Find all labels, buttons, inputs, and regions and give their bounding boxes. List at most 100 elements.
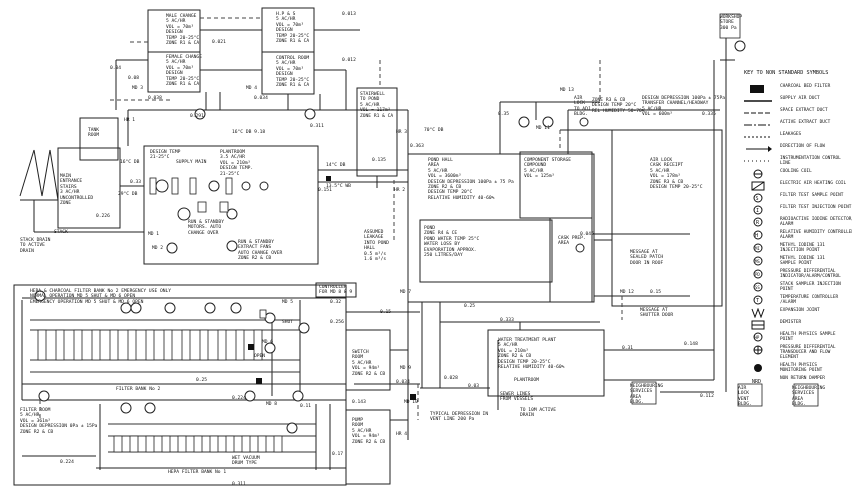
flow-label: 0.021 bbox=[212, 40, 226, 45]
flow-label: 0.291 bbox=[190, 114, 204, 119]
temp-label: 14°C DB bbox=[326, 163, 346, 168]
stairwell-label: STAIRWELL TO POND 5 AC/HR VOL = 117m³ ZO… bbox=[360, 92, 394, 119]
flow-label: 0.028 bbox=[444, 376, 458, 381]
damper-tag: SHUT bbox=[282, 320, 294, 325]
legend-symbol-icon: HP bbox=[753, 332, 763, 342]
cask-prep-label: CASK PREP. AREA bbox=[558, 236, 586, 247]
legend-symbol-icon: T bbox=[753, 295, 763, 305]
legend-item-label: LEAKAGES bbox=[780, 132, 802, 137]
plantroom-box bbox=[143, 145, 319, 265]
legend-symbol-icon bbox=[751, 181, 765, 191]
legend-item-label: METHYL IODINE 131 INJECTION POINT bbox=[780, 243, 825, 253]
legend-item-label: STACK SAMPLER INJECTION POINT bbox=[780, 282, 841, 292]
damper-tag: MD 4 bbox=[246, 86, 258, 91]
legend-symbol-icon bbox=[754, 364, 762, 372]
legend-symbol-icon: R bbox=[753, 217, 763, 227]
flow-label: 0.224 bbox=[232, 396, 246, 401]
temp-label: 29°C DB bbox=[118, 192, 138, 197]
flow-label: 0.333 bbox=[500, 318, 514, 323]
air-lock-top-label: AIR LOCK TO ADJ BLDG. bbox=[574, 96, 591, 118]
legend-symbol-icon bbox=[753, 345, 763, 355]
flow-label: 0.256 bbox=[330, 320, 344, 325]
legend-symbol-icon: S bbox=[753, 193, 763, 203]
female-change-label: FEMALE CHANGE 5 AC/HR VOL = 70m³ DESIGN … bbox=[166, 55, 202, 88]
svg-text:R: R bbox=[756, 220, 760, 226]
legend-item-label: INSTRUMENTATION CONTROL LINE bbox=[780, 156, 841, 166]
plantroom2-label: PLANTROOM bbox=[514, 378, 539, 383]
flow-label: 0.311 bbox=[310, 124, 324, 129]
flow-label: 0.03 bbox=[468, 384, 480, 389]
legend-item-label: SPACE EXTRACT DUCT bbox=[780, 108, 828, 113]
flow-label: 0.143 bbox=[352, 400, 366, 405]
damper-tag: MD 5 bbox=[282, 300, 294, 305]
entrance-box bbox=[57, 147, 121, 229]
legend-item-label: DEMISTER bbox=[780, 320, 802, 325]
flow-label: 0.363 bbox=[410, 144, 424, 149]
flow-label: 0.012 bbox=[342, 58, 356, 63]
flow-label: 0.25 bbox=[464, 304, 476, 309]
legend-symbol-icon: I bbox=[753, 205, 763, 215]
legend-item-label: FILTER TEST INJECTION POINT bbox=[780, 205, 852, 210]
legend-item: ELECTRIC AIR HEATING COIL bbox=[744, 179, 848, 191]
flow-label: 0.33 bbox=[130, 180, 142, 185]
legend-item: PRESSURE DIFFERENTIAL TRANSDUCER AND FLO… bbox=[744, 343, 848, 361]
damper-tag: MD 9 bbox=[400, 366, 412, 371]
legend-item-label: COOLING COIL bbox=[780, 169, 812, 174]
legend-item: COOLING COIL bbox=[744, 167, 848, 179]
component-storage-label: COMPONENT STORAGE COMPOUND 5 AC/HR VOL =… bbox=[524, 158, 572, 180]
legend-symbol-icon: MS bbox=[753, 256, 763, 266]
legend-symbol-icon: NRD bbox=[752, 379, 761, 385]
design-depression-label: DESIGN DEPRESSION 100Pa ± 75Pa TRANSFER … bbox=[642, 96, 725, 118]
plantroom-label: PLANTROOM 3.5 AC/HR VOL = 210m³ DESIGN T… bbox=[220, 150, 254, 177]
flow-label: 0.08 bbox=[128, 76, 140, 81]
svg-text:SS: SS bbox=[755, 285, 760, 290]
svg-text:H: H bbox=[755, 233, 758, 239]
filter-room-label: FILTER ROOM 5 AC/HR VOL = 361m³ DESIGN D… bbox=[20, 408, 98, 435]
controller-box bbox=[315, 282, 357, 298]
typical-depression-label: TYPICAL DEPRESSION IN VENT LINE 200 Pa bbox=[430, 412, 489, 423]
flow-label: 0.135 bbox=[372, 158, 386, 163]
damper-tag: OPEN bbox=[254, 354, 266, 359]
message-shutter-label: MESSAGE AT SHUTTER DOOR bbox=[640, 308, 674, 319]
flow-label: 0.15 bbox=[650, 290, 662, 295]
air-lock-vent-label: AIR LOCK VENT BLDG. bbox=[738, 386, 752, 408]
stack-label: STACK bbox=[54, 230, 68, 235]
flow-label: 0.034 bbox=[254, 96, 268, 101]
legend-item-label: ACTIVE EXTRACT DUCT bbox=[780, 120, 831, 125]
damper-tag: MD 12 bbox=[620, 290, 634, 295]
legend-item: ACTIVE EXTRACT DUCT bbox=[744, 118, 848, 130]
stack-drain-label: STACK DRAIN TO ACTIVE DRAIN bbox=[20, 238, 51, 254]
legend-item-label: TEMPERATURE CONTROLLER /ALARM bbox=[780, 295, 839, 305]
cask-prep-box bbox=[549, 217, 593, 303]
damper-tag: MD 10 bbox=[404, 400, 418, 405]
neighbour-bldg2-label: NEIGHBOURING SERVICES AREA BLDG. bbox=[792, 386, 826, 408]
legend-item-label: DIRECTION OF FLOW bbox=[780, 144, 825, 149]
workshop-store-label: WORKSHOP STORE 300 Pa bbox=[720, 15, 743, 31]
legend-symbol-icon bbox=[744, 136, 772, 138]
flow-label: 0.112 bbox=[700, 394, 714, 399]
legend-item: HEALTH PHYSICS MONITORING POINT bbox=[744, 361, 848, 374]
legend-item: SPACE EXTRACT DUCT bbox=[744, 106, 848, 118]
damper-tag: MD 11 bbox=[536, 126, 550, 131]
sewer-lines-label: SEWER LINES FROM VESSELS bbox=[500, 392, 534, 403]
assumed-leakage-label: ASSUMED LEAKAGE INTO POND HALL 0.5 m³/s … bbox=[364, 230, 389, 263]
damper-tag: MD 13 bbox=[560, 88, 574, 93]
zone-r3-label: ZONE R3 & CB DESIGN TEMP 20°C REL HUMIDI… bbox=[592, 98, 645, 114]
change-room-block bbox=[147, 9, 201, 93]
switch-room-box bbox=[345, 329, 391, 391]
run-standby-extract-label: RUN & STANDBY EXTRACT FANS AUTO CHANGE O… bbox=[238, 240, 283, 262]
neighbour-bldg-label: NEIGHBOURING SERVICES AREA BLDG. bbox=[630, 384, 664, 406]
flow-label: 0.31 bbox=[622, 346, 634, 351]
legend-item-label: ELECTRIC AIR HEATING COIL bbox=[780, 181, 847, 186]
legend-item: LEAKAGES bbox=[744, 130, 848, 142]
pond-box bbox=[419, 219, 553, 283]
